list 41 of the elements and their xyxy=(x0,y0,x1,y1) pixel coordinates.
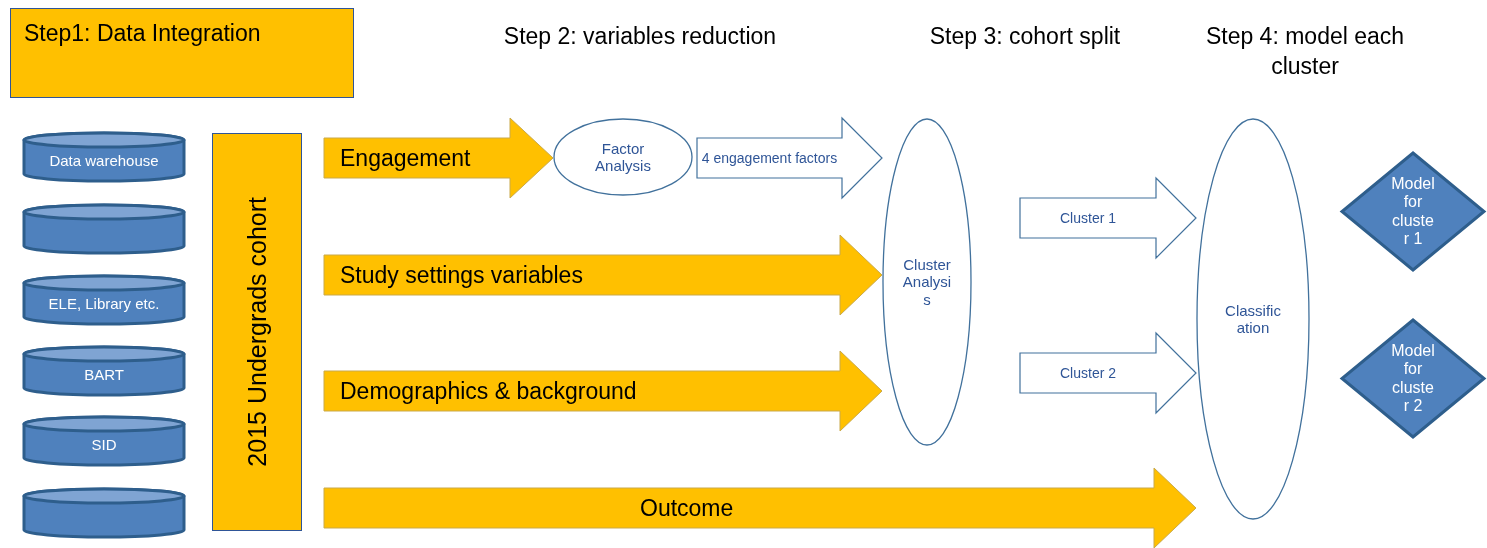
database-cylinder xyxy=(22,276,186,324)
edge-label: 4 engagement factors xyxy=(701,148,838,168)
edge-label: Engagement xyxy=(340,143,471,173)
step-heading: Step 3: cohort split xyxy=(928,22,1122,51)
node-label: Cluster Analysis xyxy=(901,256,953,308)
node-label: ELE, Library etc. xyxy=(48,295,160,313)
database-cylinder xyxy=(22,133,186,181)
step-heading: Step 4: model each cluster xyxy=(1205,22,1405,81)
node-label: Step1: Data Integration xyxy=(24,20,261,47)
node-label: Model for cluster 1 xyxy=(1391,174,1435,249)
block-arrow xyxy=(1019,331,1197,415)
database-cylinder xyxy=(22,205,186,253)
block-arrow xyxy=(323,234,883,316)
node-label: Data warehouse xyxy=(49,152,159,170)
edge-label: Outcome xyxy=(640,493,734,523)
block-arrow xyxy=(323,467,1197,548)
cohort-label: 2015 Undergrads cohort xyxy=(242,197,272,467)
block-arrow xyxy=(323,350,883,432)
block-arrow xyxy=(1019,176,1197,260)
edge-label: Cluster 1 xyxy=(1059,208,1117,228)
cohort-bar xyxy=(212,133,302,531)
block-arrow xyxy=(323,117,554,199)
node-label: Model for cluster 2 xyxy=(1391,341,1435,416)
block-arrow xyxy=(696,116,883,200)
step-heading: Step 2: variables reduction xyxy=(502,22,778,51)
model-diamond xyxy=(1340,151,1486,272)
process-ellipse xyxy=(1196,118,1310,520)
process-ellipse xyxy=(553,118,693,196)
edge-label: Study settings variables xyxy=(340,260,583,290)
database-cylinder xyxy=(22,417,186,465)
node-label: BART xyxy=(84,366,124,384)
database-cylinder xyxy=(22,489,186,537)
node-label: Classification xyxy=(1224,301,1282,337)
model-diamond xyxy=(1340,318,1486,439)
node-label: SID xyxy=(91,436,117,454)
edge-label: Cluster 2 xyxy=(1059,363,1117,383)
database-cylinder xyxy=(22,347,186,395)
edge-label: Demographics & background xyxy=(340,376,637,406)
step-banner xyxy=(10,8,354,98)
node-label: Factor Analysis xyxy=(594,139,652,175)
process-ellipse xyxy=(882,118,972,446)
